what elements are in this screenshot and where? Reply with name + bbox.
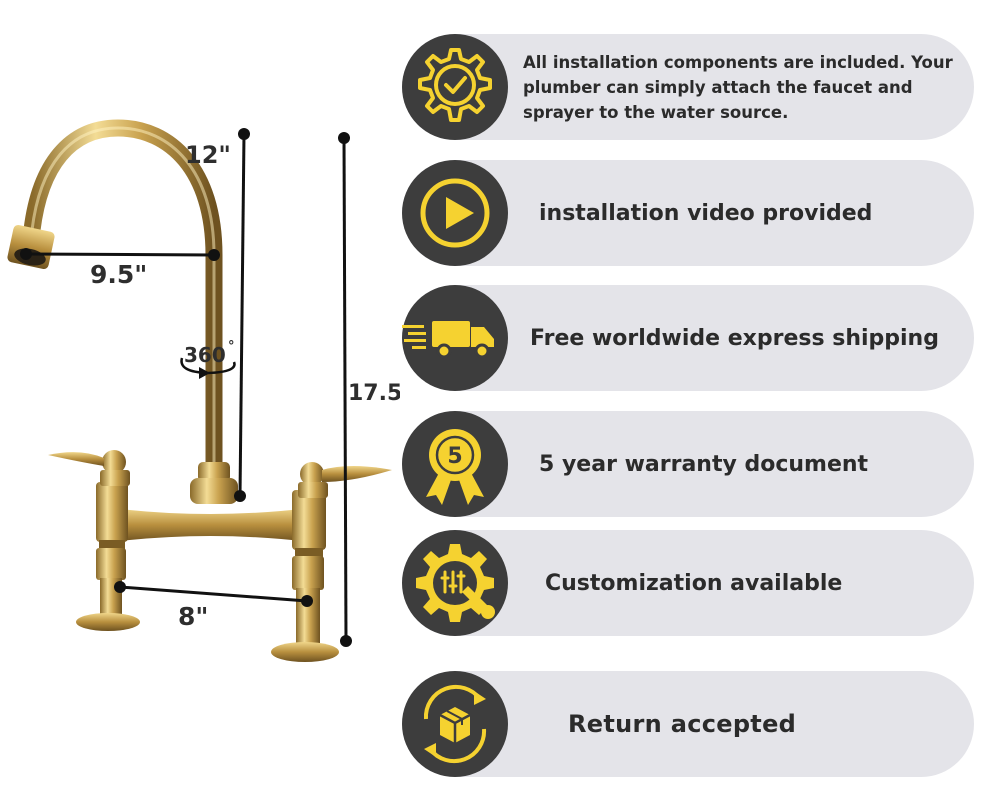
delivery-truck-icon — [402, 285, 508, 391]
rotation-arrow-icon — [180, 357, 236, 379]
total-height-label: 17.5" — [348, 381, 400, 406]
feature-installation-components: All installation components are included… — [402, 34, 974, 140]
feature-text: Free worldwide express shipping — [530, 325, 939, 351]
play-icon — [402, 160, 508, 266]
feature-text: All installation components are included… — [523, 52, 953, 122]
feature-return-accepted: Return accepted — [402, 671, 974, 777]
rotation-unit-label: ° — [228, 339, 235, 354]
feature-free-shipping: Free worldwide express shipping — [402, 285, 974, 391]
feature-installation-video: installation video provided — [402, 160, 974, 266]
feature-text: installation video provided — [539, 200, 873, 226]
faucet-illustration: 12" 9.5" 360 ° 17.5" 8" — [7, 119, 400, 662]
feature-text: Return accepted — [568, 710, 797, 738]
feature-warranty: 5 5 year warranty document — [402, 411, 974, 517]
badge-number: 5 — [447, 444, 462, 469]
dimension-lines — [20, 128, 352, 647]
faucet-body — [7, 119, 392, 662]
gear-wrench-icon — [402, 530, 508, 636]
feature-customization: Customization available — [402, 530, 974, 636]
spout-height-label: 12" — [185, 141, 231, 169]
feature-text: Customization available — [545, 570, 843, 596]
return-box-icon — [402, 671, 508, 777]
rotation-label: 360 — [184, 343, 226, 367]
warranty-badge-icon: 5 — [402, 411, 508, 517]
handle-spread-label: 8" — [178, 602, 208, 631]
spout-reach-label: 9.5" — [90, 260, 147, 289]
gear-check-icon — [402, 34, 508, 140]
feature-text: 5 year warranty document — [539, 451, 869, 477]
